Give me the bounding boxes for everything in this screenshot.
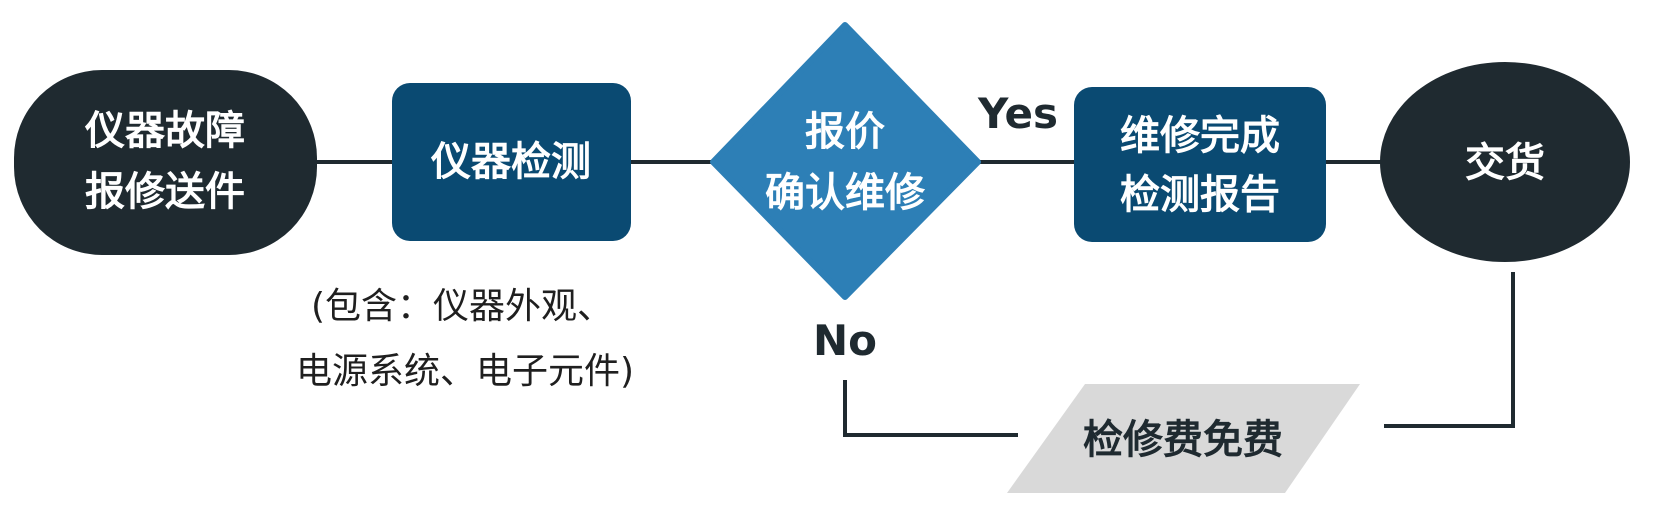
no-label: No [813, 316, 877, 365]
free-node-label: 检修费免费 [1083, 417, 1283, 463]
inspect-note-line2: 电源系统、电子元件) [296, 351, 634, 392]
inspect-node-label: 仪器检测 [430, 139, 591, 185]
repair-node-line2: 检测报告 [1120, 172, 1280, 218]
repair-node [1074, 87, 1326, 242]
connector-free-to-no [843, 380, 1018, 437]
start-node [14, 70, 317, 255]
yes-label: Yes [977, 89, 1058, 138]
deliver-node [1380, 62, 1630, 262]
start-node-line2: 报修送件 [85, 169, 245, 215]
deliver-node-label: 交货 [1465, 140, 1545, 186]
decision-node-line2: 确认维修 [765, 170, 926, 216]
inspect-note-line1: (包含：仪器外观、 [311, 286, 613, 327]
decision-node-line1: 报价 [805, 109, 885, 155]
inspect-node [392, 83, 631, 241]
free-node [1007, 384, 1360, 493]
decision-node [710, 22, 981, 300]
repair-node-line1: 维修完成 [1120, 113, 1280, 159]
connector-deliver-to-free [1384, 272, 1515, 428]
connectors [315, 160, 1515, 437]
start-node-line1: 仪器故障 [84, 108, 245, 154]
